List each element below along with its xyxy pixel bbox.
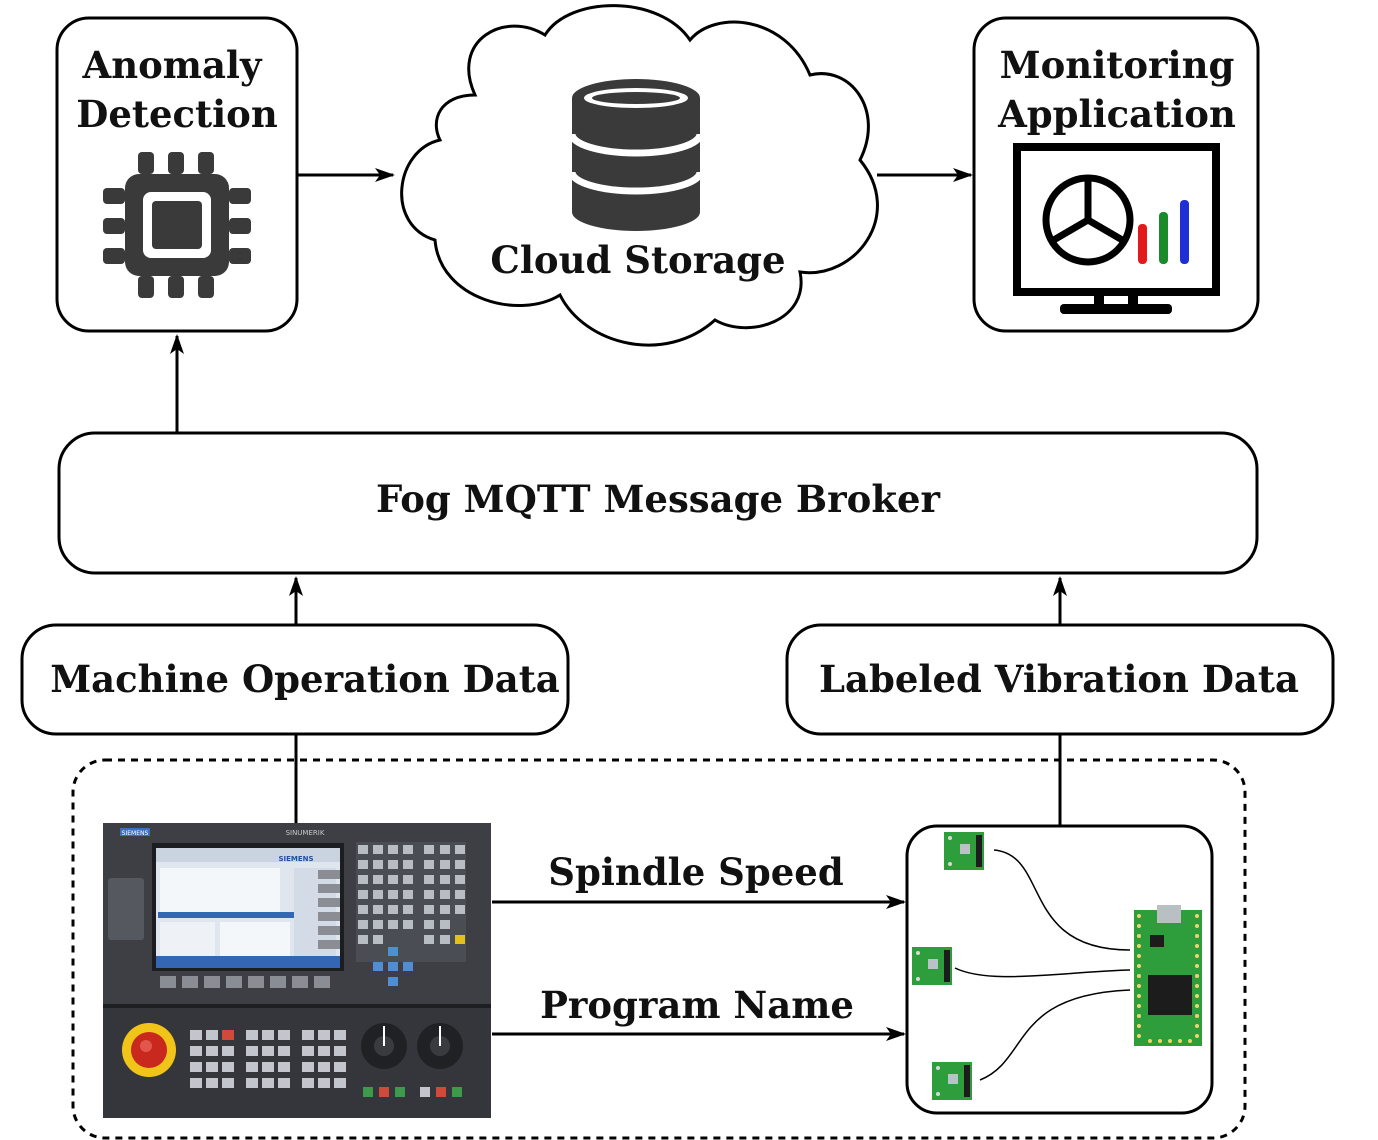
fog-broker-node: Fog MQTT Message Broker	[57, 431, 1259, 575]
monitoring-label-line2: Application	[997, 92, 1236, 136]
emergency-stop-icon	[122, 1023, 176, 1077]
machine-operation-data-node: Machine Operation Data	[20, 623, 570, 736]
panel-model-label: SINUMERIK	[286, 829, 325, 837]
program-name-label: Program Name	[540, 983, 854, 1027]
labeled-vibration-data-node: Labeled Vibration Data	[785, 623, 1335, 736]
monitoring-label-line1: Monitoring	[1000, 43, 1235, 87]
accelerometer-sensor-icon	[912, 947, 952, 985]
accelerometer-sensor-icon	[932, 1062, 972, 1100]
microcontroller-board-icon	[1134, 905, 1202, 1046]
spindle-speed-label: Spindle Speed	[548, 850, 843, 894]
bar-chart-icon	[1138, 200, 1189, 264]
anomaly-detection-label-line2: Detection	[76, 92, 278, 136]
anomaly-detection-label-line1: Anomaly	[82, 43, 263, 87]
pie-chart-icon	[1042, 174, 1134, 266]
fog-broker-label: Fog MQTT Message Broker	[376, 477, 941, 521]
edge-devices-container	[71, 758, 1247, 1140]
machine-operation-data-label: Machine Operation Data	[50, 657, 560, 701]
cloud-storage-label: Cloud Storage	[490, 238, 785, 282]
screen-brand-label: SIEMENS	[278, 855, 313, 863]
cloud-storage-node: Cloud Storage	[400, 4, 879, 347]
labeled-vibration-data-label: Labeled Vibration Data	[819, 657, 1299, 701]
accelerometer-sensor-icon	[944, 832, 984, 870]
cpu-chip-icon	[103, 152, 251, 298]
anomaly-detection-node: Anomaly Detection	[55, 16, 299, 333]
monitor-dashboard-icon	[1013, 143, 1220, 314]
spindle-override-knob-icon	[417, 1023, 463, 1069]
database-icon	[568, 79, 704, 231]
sensor-node	[905, 824, 1214, 1115]
cnc-control-panel: SIEMENS SINUMERIK SIEMENS	[103, 823, 491, 1118]
monitoring-application-node: Monitoring Application	[972, 16, 1260, 333]
panel-brand-label: SIEMENS	[122, 830, 149, 837]
feed-override-knob-icon	[361, 1023, 407, 1069]
